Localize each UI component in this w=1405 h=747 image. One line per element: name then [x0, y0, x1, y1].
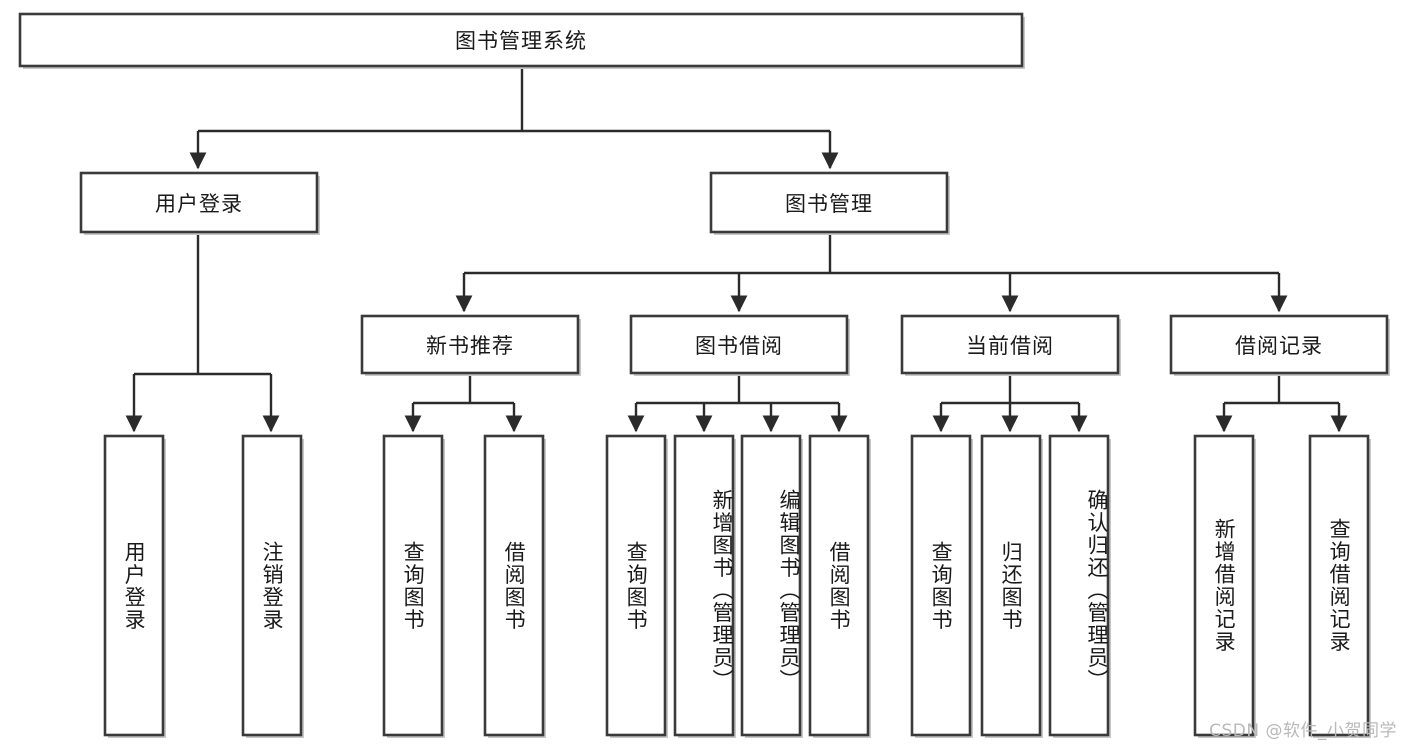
node-leaf-logout-login[interactable] — [241, 434, 303, 737]
node-leaf-add-book[interactable] — [673, 434, 735, 737]
node-leaf-query-record[interactable] — [1308, 434, 1370, 737]
node-book-manage[interactable] — [709, 171, 949, 234]
node-leaf-query-book-1[interactable] — [382, 434, 444, 737]
connector-group-book-manage — [455, 233, 1288, 313]
connector-group-root — [189, 66, 839, 170]
node-leaf-query-book-2[interactable] — [605, 434, 667, 737]
node-leaf-user-login[interactable] — [103, 434, 165, 737]
node-root[interactable] — [18, 12, 1024, 68]
connector-group-borrow-record — [1215, 376, 1348, 433]
node-current-borrow[interactable] — [900, 314, 1120, 375]
node-leaf-borrow-book-1[interactable] — [483, 434, 545, 737]
connector-group-user-login — [125, 233, 280, 433]
node-leaf-query-book-3[interactable] — [910, 434, 972, 737]
node-leaf-return-book[interactable] — [980, 434, 1042, 737]
connector-group-new-book-recommend — [404, 376, 523, 433]
node-new-book-recommend[interactable] — [360, 314, 580, 375]
node-leaf-confirm-return[interactable] — [1048, 434, 1110, 737]
node-borrow-record[interactable] — [1169, 314, 1389, 375]
node-leaf-borrow-book-2[interactable] — [808, 434, 870, 737]
node-user-login[interactable] — [79, 171, 319, 234]
node-leaf-edit-book[interactable] — [740, 434, 802, 737]
node-leaf-add-record[interactable] — [1193, 434, 1255, 737]
connector-group-book-borrow — [627, 376, 848, 433]
node-book-borrow[interactable] — [629, 314, 849, 375]
connector-group-current-borrow — [932, 376, 1088, 433]
